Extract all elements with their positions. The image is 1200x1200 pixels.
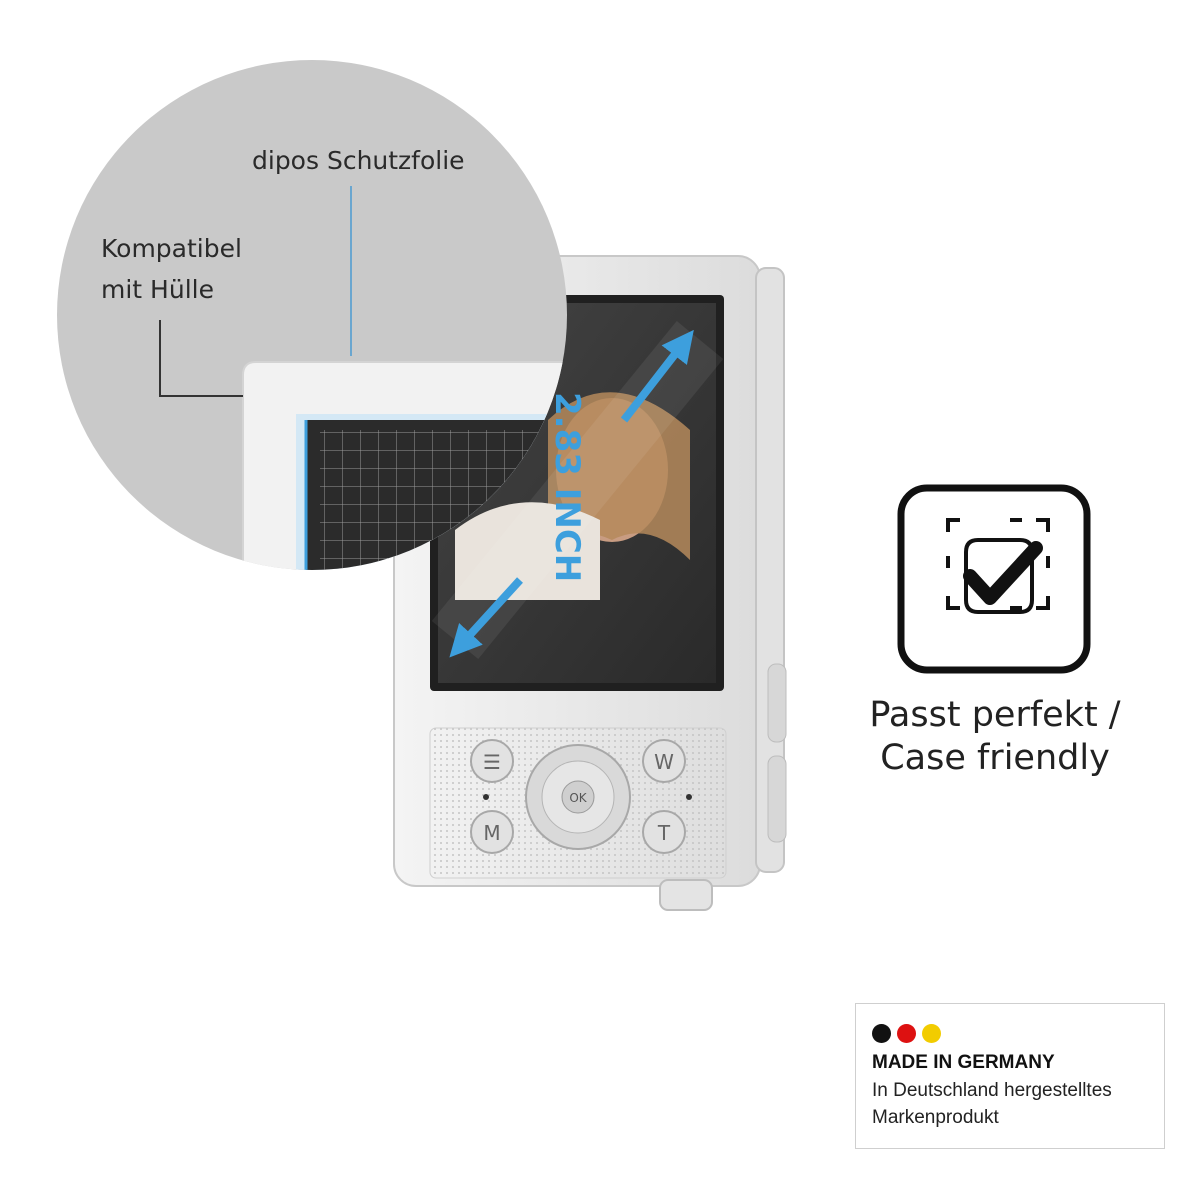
protective-film-label: dipos Schutzfolie <box>252 146 465 175</box>
svg-text:OK: OK <box>569 791 587 805</box>
screen-size-text: 2.83 INCH <box>547 392 587 582</box>
menu-button[interactable]: ☰ <box>470 739 514 783</box>
made-in-germany-badge: MADE IN GERMANY In Deutschland hergestel… <box>855 1003 1165 1149</box>
svg-text:W: W <box>654 750 674 774</box>
ok-button[interactable]: OK <box>561 780 595 814</box>
mode-button[interactable]: M <box>470 810 514 854</box>
diagonal-arrow <box>449 577 523 658</box>
badge-title: MADE IN GERMANY <box>872 1052 1055 1073</box>
case-compatible-line2: mit Hülle <box>101 275 214 304</box>
svg-text:M: M <box>483 821 500 845</box>
feature-caption-line1: Passt perfekt / <box>869 695 1121 735</box>
badge-description-line1: In Deutschland hergestelltes <box>872 1080 1112 1101</box>
compat-pointer-line <box>159 320 243 397</box>
svg-text:T: T <box>657 821 671 845</box>
zoom-wide-button[interactable]: W <box>642 739 686 783</box>
feature-caption: Passt perfekt / Case friendly <box>840 694 1150 780</box>
portrait-image <box>455 392 690 600</box>
flag-dot-gold <box>922 1024 941 1043</box>
flag-dot-red <box>897 1024 916 1043</box>
flag-dot-black <box>872 1024 891 1043</box>
case-compatible-label: Kompatibel mit Hülle <box>101 228 321 310</box>
feature-caption-line2: Case friendly <box>880 738 1110 778</box>
camera: 2.83 INCH ☰ M W T OK <box>393 255 787 911</box>
zoom-tele-button[interactable]: T <box>642 810 686 854</box>
case-compatible-line1: Kompatibel <box>101 234 242 263</box>
case-fit-check-icon <box>897 484 1091 674</box>
svg-text:☰: ☰ <box>483 750 501 774</box>
badge-description-line2: Markenprodukt <box>872 1107 999 1128</box>
